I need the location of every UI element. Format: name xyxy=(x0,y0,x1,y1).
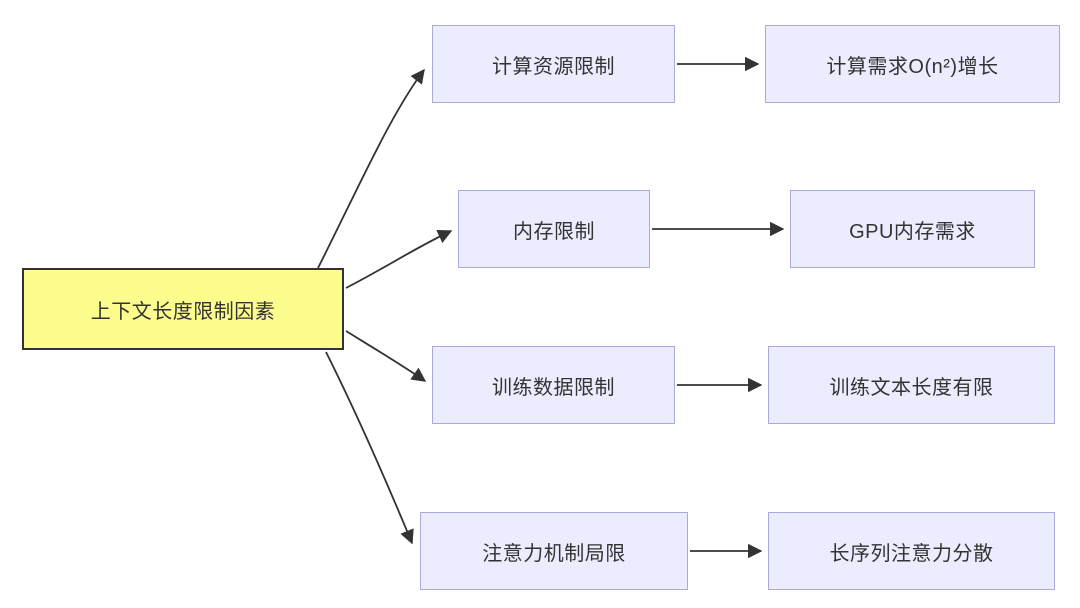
node-mid-3-label: 注意力机制局限 xyxy=(482,542,626,565)
node-right-3: 长序列注意力分散 xyxy=(768,512,1055,590)
node-right-2: 训练文本长度有限 xyxy=(768,346,1055,424)
node-right-0: 计算需求O(n²)增长 xyxy=(765,25,1060,103)
node-right-2-label: 训练文本长度有限 xyxy=(829,376,994,399)
node-mid-0: 计算资源限制 xyxy=(432,25,675,103)
node-mid-1: 内存限制 xyxy=(458,190,650,268)
node-right-1: GPU内存需求 xyxy=(790,190,1035,268)
node-mid-2: 训练数据限制 xyxy=(432,346,675,424)
node-root: 上下文长度限制因素 xyxy=(22,268,344,350)
edge-root-to-mid-0 xyxy=(317,68,425,269)
edge-root-to-mid-2 xyxy=(345,330,427,382)
node-mid-0-label: 计算资源限制 xyxy=(492,55,615,78)
node-root-label: 上下文长度限制因素 xyxy=(90,300,276,323)
node-right-3-label: 长序列注意力分散 xyxy=(829,542,994,565)
node-right-0-label: 计算需求O(n²)增长 xyxy=(826,55,999,78)
edge-root-to-mid-3 xyxy=(325,351,414,545)
node-mid-2-label: 训练数据限制 xyxy=(492,376,615,399)
edge-root-to-mid-1 xyxy=(345,230,453,289)
node-right-1-label: GPU内存需求 xyxy=(849,220,976,243)
node-mid-3: 注意力机制局限 xyxy=(420,512,688,590)
node-mid-1-label: 内存限制 xyxy=(513,220,595,243)
